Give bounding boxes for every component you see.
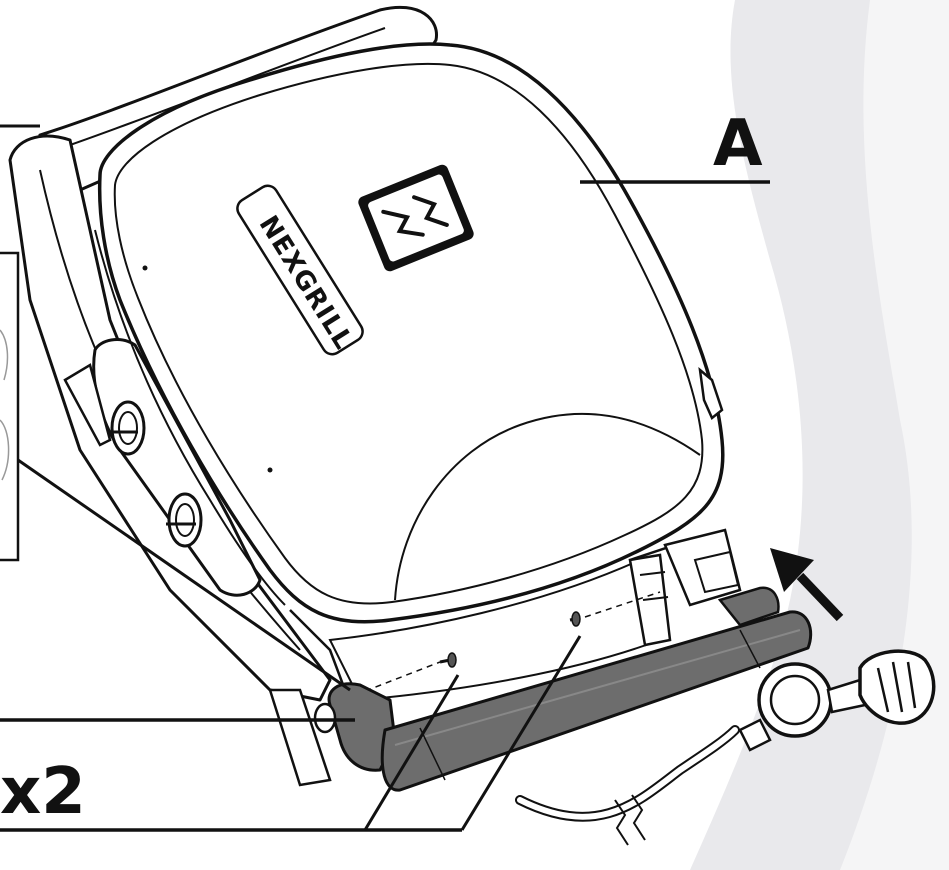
side-bracket xyxy=(63,363,112,447)
grill-left-side xyxy=(8,134,332,702)
grill-lid-front-ridge xyxy=(94,229,286,606)
front-handle-bar[interactable] xyxy=(313,586,813,792)
screw-left[interactable] xyxy=(439,652,457,668)
callout-line-screw-left xyxy=(363,674,460,831)
grill-lid-dome-line xyxy=(394,412,701,601)
right-mount-bracket xyxy=(628,528,742,647)
stand-leg-left xyxy=(268,688,332,787)
lid-rivet-left xyxy=(142,265,148,271)
grill-lid xyxy=(97,42,725,624)
screw-quantity-label: x2 xyxy=(0,755,86,829)
arrow-up-left-icon xyxy=(770,548,844,622)
grill-lid-inner-rim xyxy=(113,62,704,605)
control-knob-lower[interactable] xyxy=(166,492,203,548)
alignment-dash-right xyxy=(584,591,661,618)
lid-latch xyxy=(698,366,724,420)
screw-right[interactable] xyxy=(569,611,581,627)
lid-rivet-right xyxy=(267,467,273,473)
callout-line-screw-right xyxy=(460,635,582,831)
callout-line-inset xyxy=(17,458,351,692)
background-swoosh-inner xyxy=(840,0,949,870)
handle-end-cap xyxy=(313,702,337,734)
inset-detail-box xyxy=(0,251,20,562)
lid-rating-plate xyxy=(358,164,474,272)
part-a-label: A xyxy=(713,107,763,181)
control-knob-upper[interactable] xyxy=(110,400,146,456)
gas-regulator[interactable] xyxy=(515,649,936,846)
